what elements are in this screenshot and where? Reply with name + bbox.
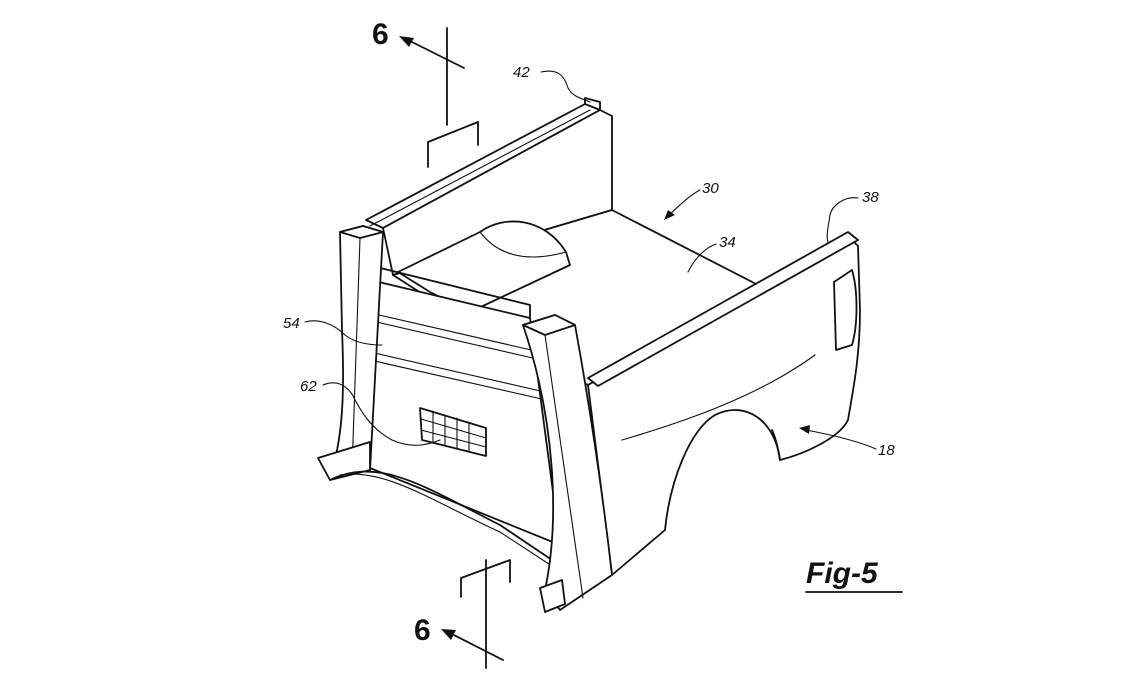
ref-numeral-18: 18 — [878, 442, 895, 459]
section-label-bottom: 6 — [414, 614, 431, 647]
section-marker-top: 6 — [372, 18, 479, 168]
leader-42: 42 — [513, 64, 591, 103]
left-corner-post — [317, 225, 384, 481]
leader-30: 30 — [664, 180, 719, 220]
ref-numeral-62: 62 — [300, 378, 317, 395]
leader-38: 38 — [826, 189, 879, 243]
ref-numeral-34: 34 — [719, 234, 736, 251]
tailgate — [361, 264, 561, 546]
figure-label-group: Fig-5 — [805, 557, 903, 593]
ref-numeral-54: 54 — [283, 315, 300, 332]
figure-label: Fig-5 — [806, 557, 879, 590]
right-corner-post — [522, 314, 613, 613]
leader-34: 34 — [687, 234, 736, 273]
ref-numeral-42: 42 — [513, 64, 530, 81]
section-marker-bottom: 6 — [414, 559, 511, 669]
leader-62: 62 — [300, 378, 441, 446]
ref-numeral-30: 30 — [702, 180, 719, 197]
tailgate-vent — [419, 407, 487, 457]
leader-18: 18 — [799, 425, 895, 459]
leader-54: 54 — [283, 315, 383, 346]
ref-numeral-38: 38 — [862, 189, 879, 206]
floor-edge — [329, 470, 553, 567]
front-panel — [382, 109, 613, 276]
right-side-wall — [587, 231, 861, 576]
section-label-top: 6 — [372, 18, 389, 51]
